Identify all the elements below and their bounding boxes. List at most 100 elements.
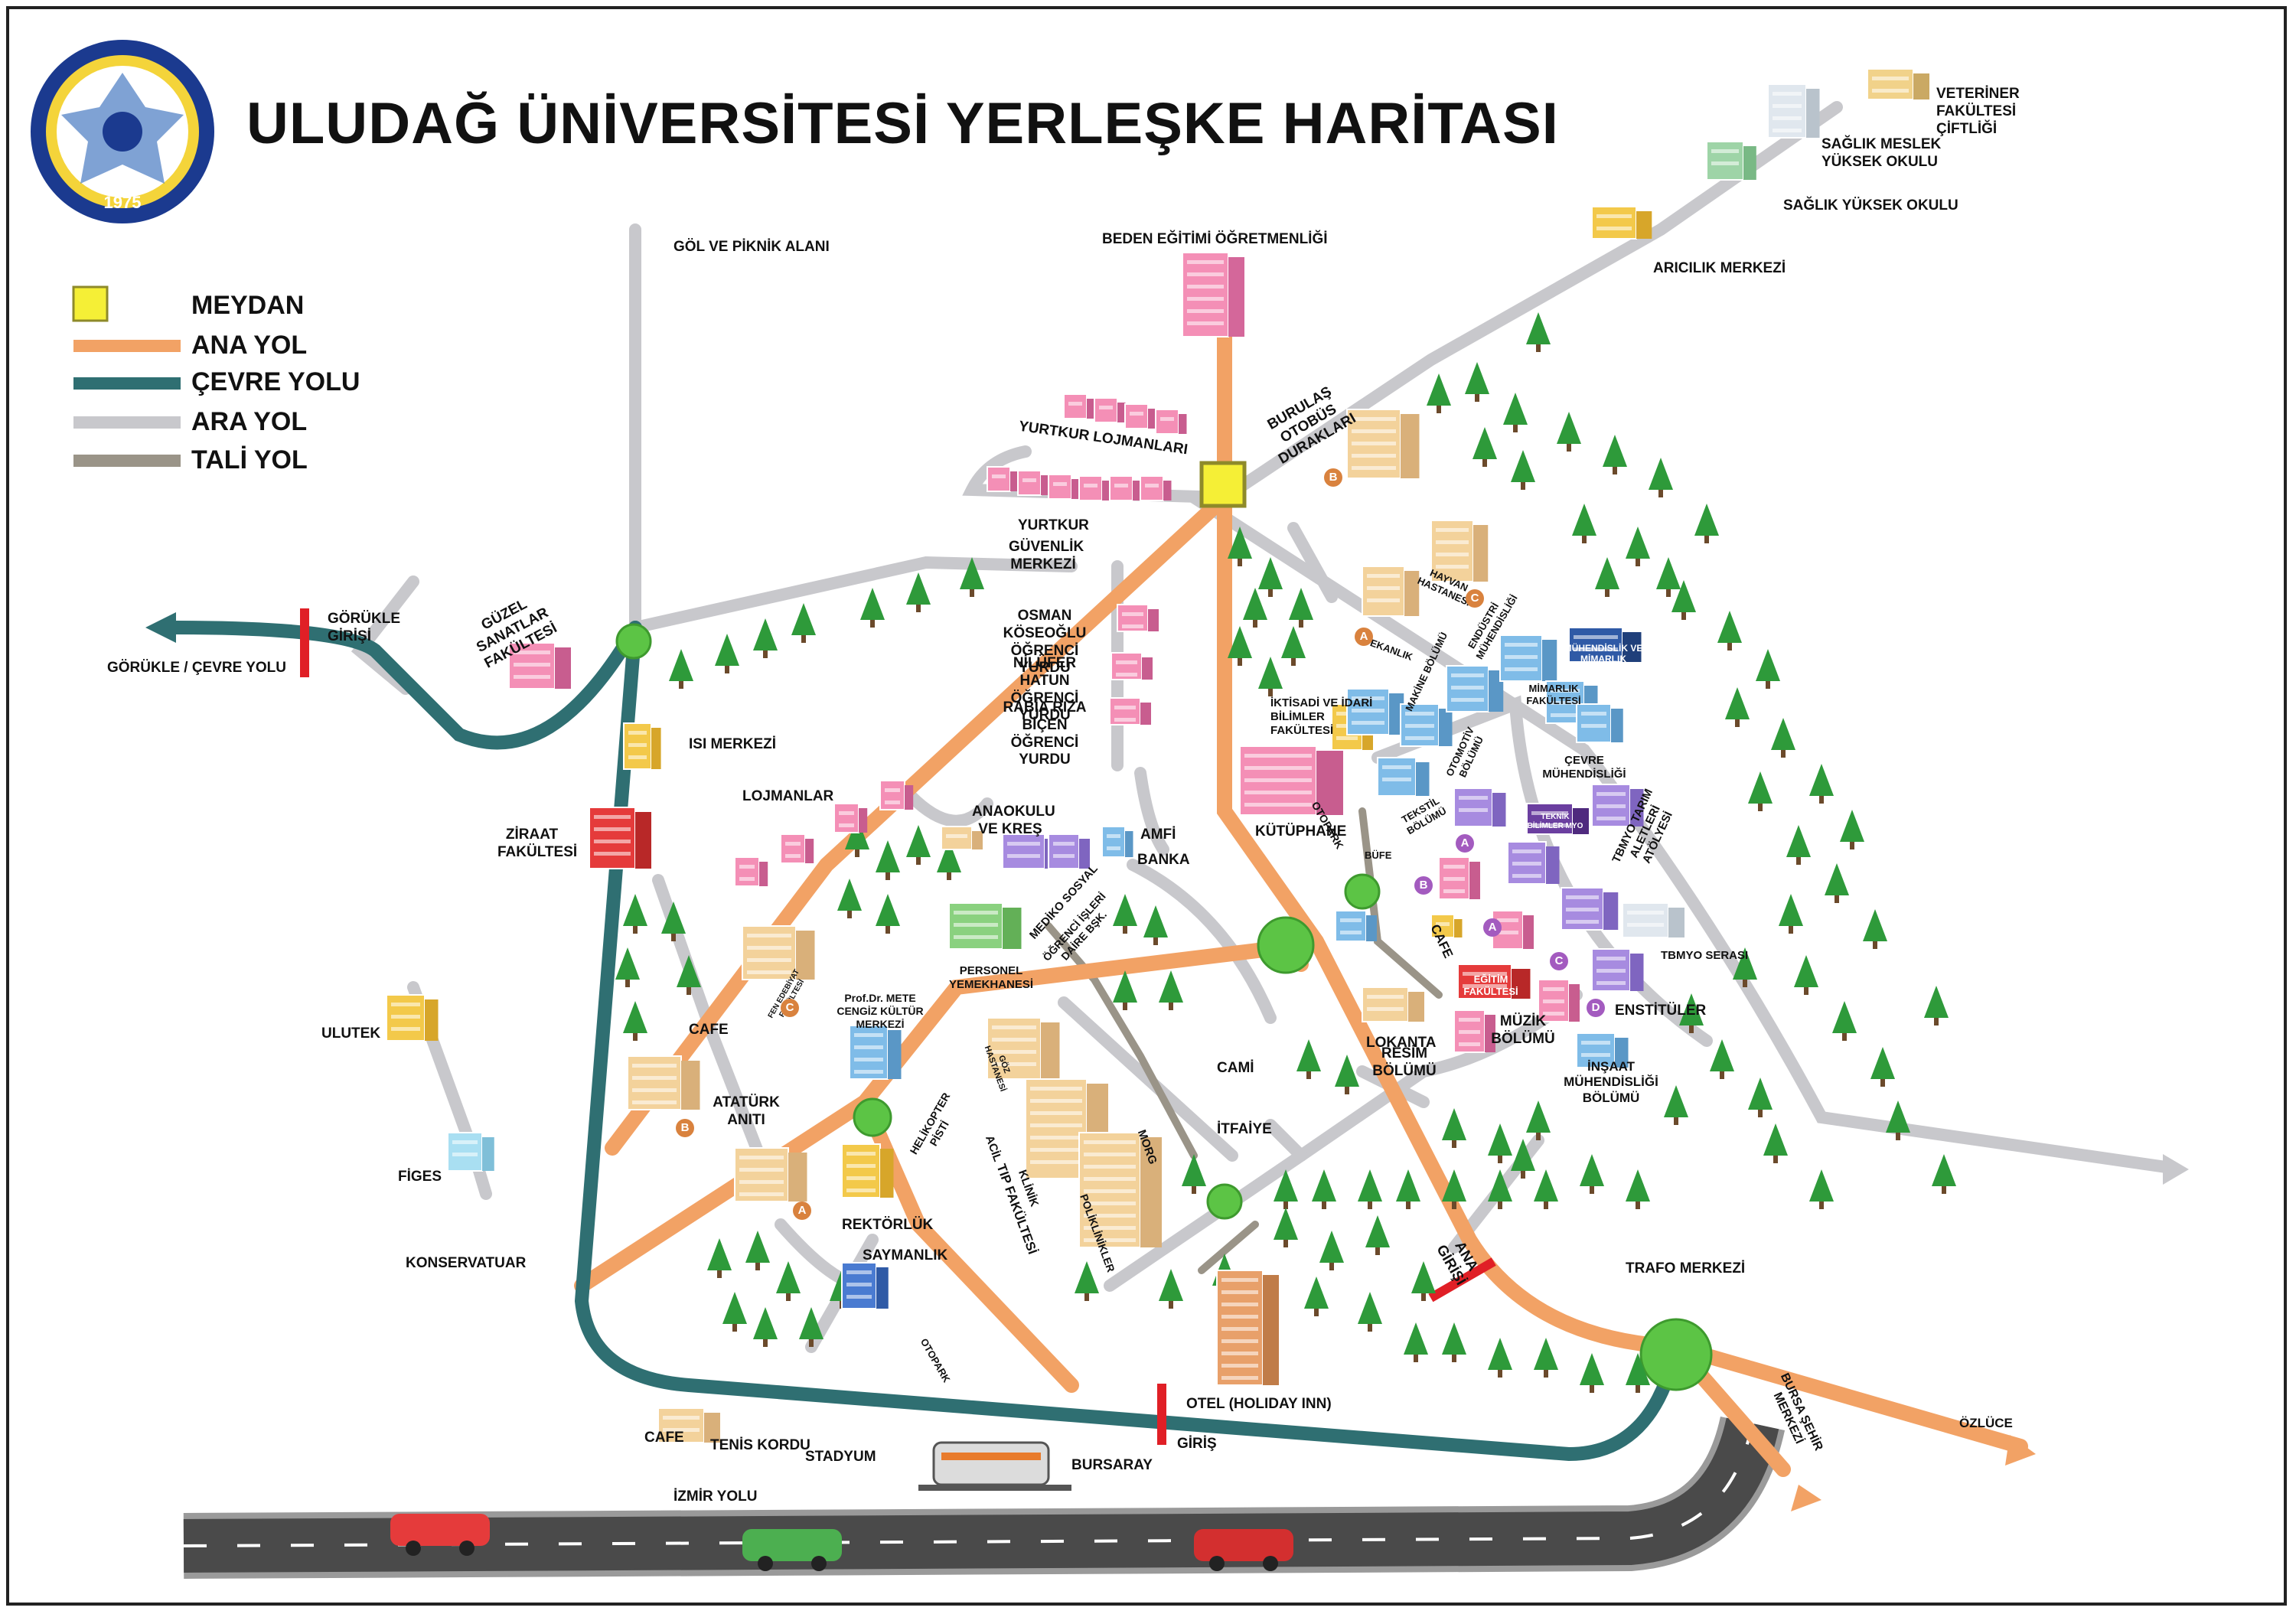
label-mimarlik[interactable]: MİMARLIK FAKÜLTESİ xyxy=(1526,683,1581,706)
building-saglik-meslek[interactable] xyxy=(1767,83,1820,139)
building-anaokulu[interactable] xyxy=(941,826,983,850)
building-iktisadi-2[interactable] xyxy=(1346,688,1404,735)
label-isi[interactable]: ISI MERKEZİ xyxy=(689,736,777,752)
label-osman[interactable]: OSMAN KÖSEOĞLU ÖĞRENCİ YURDU xyxy=(1003,608,1087,677)
label-kultur[interactable]: Prof.Dr. METE CENGİZ KÜLTÜR MERKEZİ xyxy=(837,992,924,1030)
label-figes[interactable]: FİGES xyxy=(398,1169,442,1185)
label-itfaiye[interactable]: İTFAİYE xyxy=(1217,1121,1272,1137)
label-cevre[interactable]: ÇEVRE MÜHENDİSLİĞİ xyxy=(1542,754,1626,781)
label-enstituler[interactable]: ENSTİTÜLER xyxy=(1615,1003,1707,1019)
building-tbmyo[interactable] xyxy=(1591,784,1644,827)
label-aricilik[interactable]: ARICILIK MERKEZİ xyxy=(1653,260,1786,276)
building-osman[interactable] xyxy=(1117,604,1159,632)
building-egitim-d[interactable] xyxy=(1591,948,1644,992)
label-lojmanlar[interactable]: LOJMANLAR xyxy=(742,788,834,804)
building-personel[interactable] xyxy=(948,902,1022,950)
building-tekstil-1[interactable] xyxy=(1377,757,1430,797)
building-yurtkur-loj-2[interactable] xyxy=(1094,397,1126,423)
building-tekstil-2[interactable] xyxy=(1453,787,1506,827)
building-sera[interactable] xyxy=(1622,902,1684,938)
building-hayvan[interactable] xyxy=(1430,520,1489,582)
label-rektorluk[interactable]: REKTÖRLÜK xyxy=(842,1217,934,1233)
label-izmir[interactable]: İZMİR YOLU xyxy=(673,1488,758,1505)
building-banka-1[interactable] xyxy=(1101,826,1133,858)
building-otomotiv[interactable] xyxy=(1446,665,1504,712)
building-lokanta[interactable] xyxy=(1362,986,1424,1022)
building-saglik-yuksek[interactable] xyxy=(1706,141,1756,181)
building-yurtkur-5[interactable] xyxy=(1109,475,1141,501)
label-muzik[interactable]: MÜZİK BÖLÜMÜ xyxy=(1491,1013,1555,1047)
building-fen-a[interactable] xyxy=(734,1147,807,1202)
label-amfi[interactable]: AMFİ xyxy=(1140,827,1176,843)
label-banka-1[interactable]: BANKA xyxy=(1137,852,1190,868)
building-ulutek[interactable] xyxy=(386,994,439,1042)
label-giris[interactable]: GİRİŞ xyxy=(1177,1436,1217,1452)
building-egitim-c[interactable] xyxy=(1561,887,1619,931)
building-kutuphane[interactable] xyxy=(1239,745,1343,816)
label-insaat[interactable]: İNŞAAT MÜHENDİSLİĞİ BÖLÜMÜ xyxy=(1564,1059,1658,1105)
building-makine[interactable] xyxy=(1400,703,1453,747)
label-saymanlik[interactable]: SAYMANLIK xyxy=(863,1247,948,1263)
building-egitim-fak[interactable] xyxy=(1457,964,1531,999)
building-enstitu[interactable] xyxy=(1538,979,1580,1022)
label-personel[interactable]: PERSONEL YEMEKHANESİ xyxy=(949,964,1034,991)
building-yurtkur-6[interactable] xyxy=(1140,475,1172,501)
building-nilufer[interactable] xyxy=(1110,652,1153,680)
label-ozluce[interactable]: ÖZLÜCE xyxy=(1959,1416,2013,1430)
label-ziraat[interactable]: ZİRAAT FAKÜLTESİ xyxy=(497,827,578,860)
label-veterinerlik[interactable]: VETERİNERLİK FAKÜLTESİ xyxy=(1319,509,1382,529)
building-yurtkur-1[interactable] xyxy=(987,466,1019,492)
building-fen-c[interactable] xyxy=(742,925,815,980)
building-figes[interactable] xyxy=(447,1132,494,1172)
building-banka-2[interactable] xyxy=(1335,910,1377,942)
building-ziraat[interactable] xyxy=(589,807,651,869)
building-muh-mim[interactable] xyxy=(1568,627,1642,663)
label-ulutek[interactable]: ULUTEK xyxy=(321,1025,381,1042)
label-beden[interactable]: BEDEN EĞİTİMİ ÖĞRETMENLİĞİ xyxy=(1102,231,1328,247)
building-otel[interactable] xyxy=(1216,1270,1279,1386)
building-yurtkur-2[interactable] xyxy=(1017,470,1049,496)
building-lojman-1[interactable] xyxy=(734,856,768,887)
building-isi[interactable] xyxy=(623,722,661,770)
label-stadyum[interactable]: STADYUM xyxy=(805,1449,876,1465)
building-acil[interactable] xyxy=(1025,1078,1108,1179)
label-bufe[interactable]: BÜFE xyxy=(1365,849,1392,861)
building-fen-b[interactable] xyxy=(627,1055,700,1110)
label-teknik[interactable]: TEKNİK BİLİMLER MYO xyxy=(1527,813,1583,830)
label-fen-edebiyat[interactable]: FEN EDEBİYAT FAKÜLTESİ xyxy=(636,1166,703,1188)
building-yurtkur-3[interactable] xyxy=(1048,474,1080,500)
building-cevre[interactable] xyxy=(1576,703,1623,743)
label-konservatuar[interactable]: KONSERVATUAR xyxy=(406,1255,527,1271)
building-lojman-3[interactable] xyxy=(833,803,868,833)
label-ataturk[interactable]: ATATÜRK ANITI xyxy=(713,1094,780,1128)
building-rabia[interactable] xyxy=(1109,697,1151,725)
building-ogrenci-isleri[interactable] xyxy=(1048,833,1090,869)
building-dekanlik[interactable] xyxy=(1362,566,1420,617)
building-endustri[interactable] xyxy=(1499,634,1557,682)
building-yurtkur-4[interactable] xyxy=(1078,475,1110,501)
building-resim[interactable] xyxy=(1453,1009,1495,1053)
label-iktisadi[interactable]: İKTİSADİ VE İDARİ BİLİMLER FAKÜLTESİ xyxy=(1270,696,1373,737)
building-yurtkur-loj-4[interactable] xyxy=(1155,409,1187,435)
label-tbmyo-serasi[interactable]: TBMYO SERASI xyxy=(1661,949,1749,962)
building-rektorluk[interactable] xyxy=(841,1143,894,1198)
building-teknik[interactable] xyxy=(1526,803,1589,835)
label-bursaray[interactable]: BURSARAY xyxy=(1071,1457,1153,1473)
building-goz[interactable] xyxy=(987,1017,1060,1080)
label-veteriner-ciftligi[interactable]: VETERİNER FAKÜLTESİ ÇİFTLİĞİ xyxy=(1936,86,2020,137)
label-muh-mim[interactable]: MÜHENDİSLİK VE MİMARLIK FAKÜLTESİ xyxy=(1564,643,1643,676)
building-egitim-b[interactable] xyxy=(1438,856,1480,900)
building-lojman-4[interactable] xyxy=(879,780,914,810)
label-tenis[interactable]: TENİS KORDU xyxy=(710,1437,810,1453)
building-veteriner-ciftligi[interactable] xyxy=(1867,68,1929,100)
label-otel[interactable]: OTEL (HOLIDAY INN) xyxy=(1186,1396,1332,1412)
label-resim[interactable]: RESİM BÖLÜMÜ xyxy=(1372,1045,1437,1079)
label-yurtkur[interactable]: YURTKUR xyxy=(1018,517,1089,533)
label-cafe-2[interactable]: CAFE xyxy=(689,1022,729,1038)
building-beden[interactable] xyxy=(1182,252,1244,337)
building-cafe-3[interactable] xyxy=(657,1407,720,1443)
label-nilufer[interactable]: NİLÜFER HATUN ÖĞRENCİ YURDU xyxy=(1010,655,1079,724)
label-gorukle-girisi[interactable]: GÖRÜKLE GİRİŞİ xyxy=(328,611,400,644)
building-saymanlik[interactable] xyxy=(841,1262,889,1309)
building-vet-b[interactable] xyxy=(1346,409,1420,479)
